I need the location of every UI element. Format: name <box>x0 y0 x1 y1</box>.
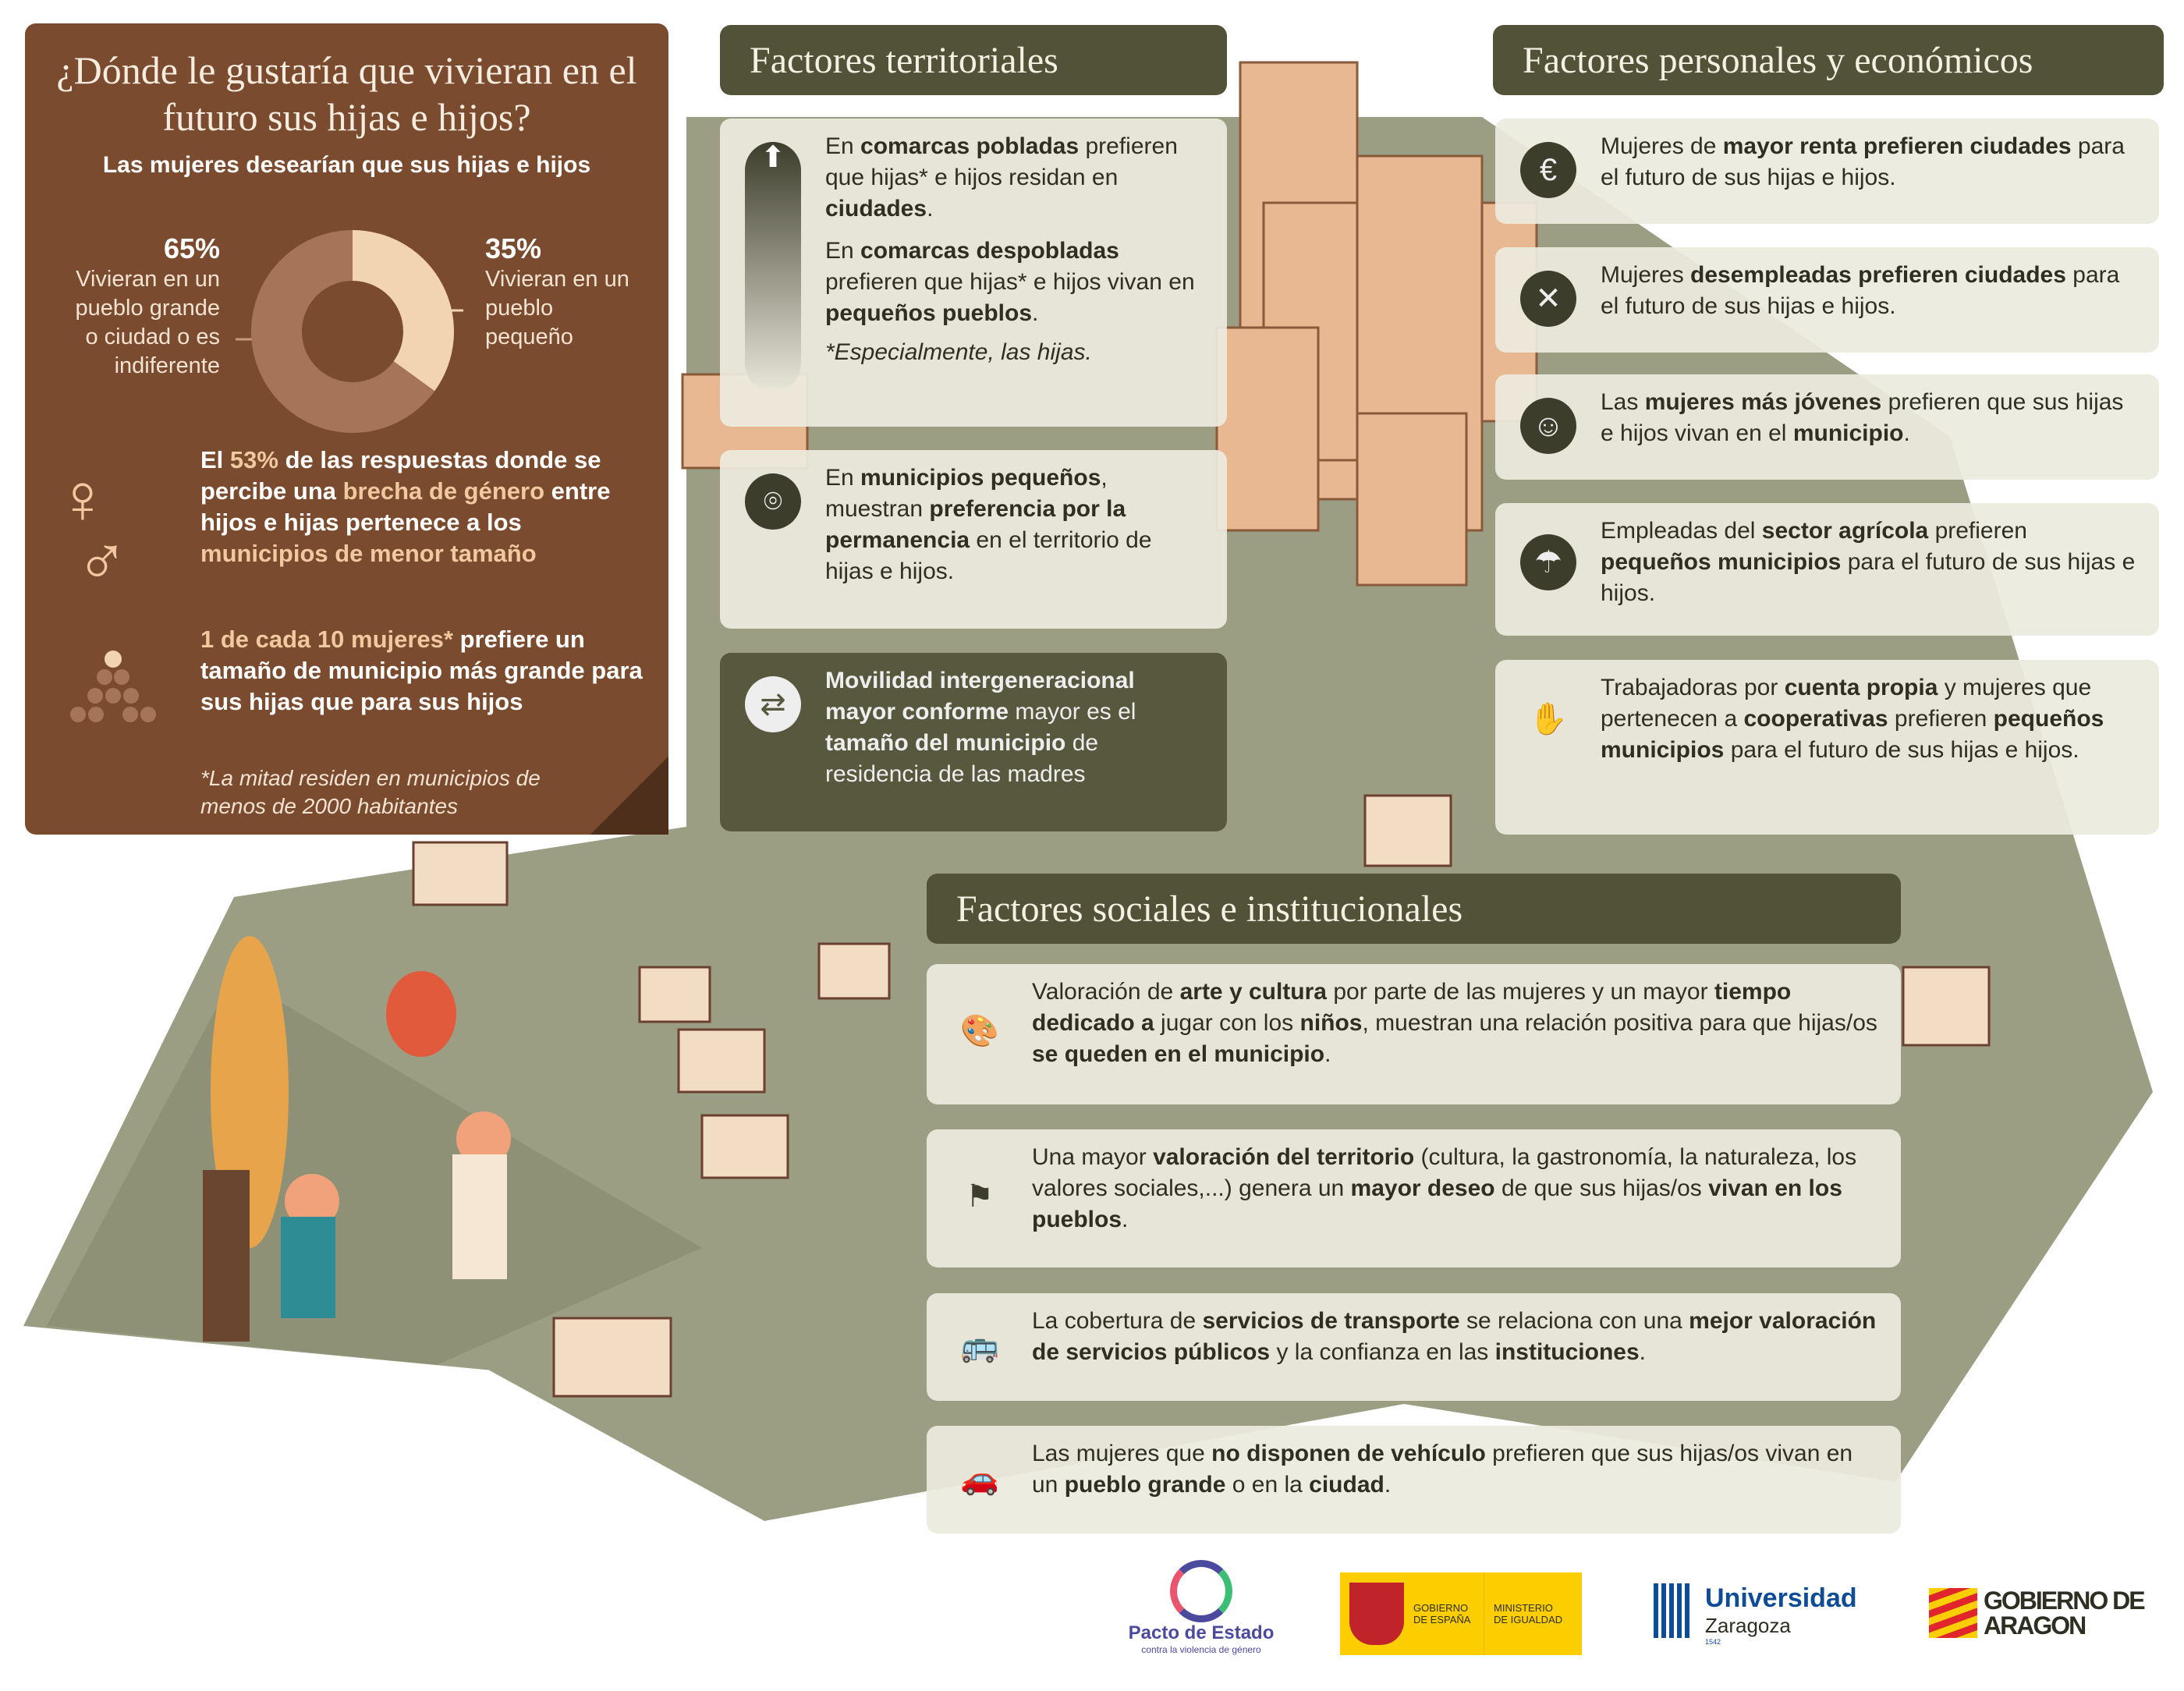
gender-gap-text: El 53% de las respuestas donde se percib… <box>200 446 611 567</box>
gender-symbols-icon: ♀ ♂ <box>56 460 129 601</box>
pacto-estado-logo: Pacto de Estado contra la violencia de g… <box>1123 1560 1279 1655</box>
territoriales-note: *Especialmente, las hijas. <box>825 339 1092 365</box>
gradient-arrow-icon: ⬆ <box>745 142 801 392</box>
personal-card-renta: € Mujeres de mayor renta prefieren ciuda… <box>1495 119 2159 224</box>
renta-text: Mujeres de mayor renta prefieren ciudade… <box>1601 133 2125 190</box>
page-curl <box>590 757 668 835</box>
social-card-arte: 🎨 Valoración de arte y cultura por parte… <box>927 964 1901 1104</box>
agricola-text: Empleadas del sector agrícola prefieren … <box>1601 518 2136 606</box>
panel-title: ¿Dónde le gustaría que vivieran en el fu… <box>56 48 637 139</box>
left-percent: 65% <box>163 232 220 264</box>
right-percent: 35% <box>485 232 542 264</box>
island-flag-heart-icon: ⚑ <box>966 1179 994 1214</box>
territorio-text: Una mayor valoración del territorio (cul… <box>1032 1144 1857 1232</box>
watering-can-icon: ☂ <box>1520 534 1576 590</box>
bus-icon: 🚌 <box>960 1329 999 1363</box>
personal-card-cuenta-propia: ✋ Trabajadoras por cuenta propia y mujer… <box>1495 660 2159 835</box>
social-card-transporte: 🚌 La cobertura de servicios de transport… <box>927 1293 1901 1401</box>
coat-of-arms-icon <box>1349 1583 1404 1645</box>
comarcas-pobladas-text: En comarcas pobladas prefieren que hijas… <box>825 133 1178 222</box>
personal-card-desempleadas: ✕ Mujeres desempleadas prefieren ciudade… <box>1495 247 2159 353</box>
right-label: Vivieran en un pueblo pequeño <box>485 267 629 349</box>
legend-left: 65% Vivieran en un pueblo grande o ciuda… <box>64 232 220 381</box>
cuenta-propia-text: Trabajadoras por cuenta propia y mujeres… <box>1601 675 2104 763</box>
location-pin-icon: ⌾ <box>745 473 801 530</box>
left-label: Vivieran en un pueblo grande o ciudad o … <box>75 267 220 378</box>
uni-building-icon <box>1654 1583 1693 1638</box>
donut-chart <box>236 230 463 433</box>
territoriales-card-movilidad: ⇄ Movilidad intergeneracional mayor conf… <box>720 653 1227 831</box>
car-icon: 🚗 <box>960 1462 999 1496</box>
young-woman-face-icon: ☺ <box>1520 398 1576 454</box>
jovenes-text: Las mujeres más jóvenes prefieren que su… <box>1601 389 2124 446</box>
desempleadas-text: Mujeres desempleadas prefieren ciudades … <box>1601 262 2120 319</box>
municipios-text: En municipios pequeños, muestran prefere… <box>825 465 1152 584</box>
social-card-vehiculo: 🚗 Las mujeres que no disponen de vehícul… <box>927 1426 1901 1533</box>
dots-pyramid-icon <box>70 651 156 722</box>
personal-card-jovenes: ☺ Las mujeres más jóvenes prefieren que … <box>1495 374 2159 480</box>
city-buildings <box>681 61 1538 587</box>
comarcas-despobladas-text: En comarcas despobladas prefieren que hi… <box>825 238 1195 326</box>
personales-header: Factores personales y económicos <box>1493 25 2164 95</box>
one-in-ten-text: 1 de cada 10 mujeres* prefiere un tamaño… <box>200 626 643 715</box>
personal-card-agricola: ☂ Empleadas del sector agrícola prefiere… <box>1495 503 2159 636</box>
gobierno-espana-logo: GOBIERNO DE ESPAÑA MINISTERIO DE IGUALDA… <box>1340 1572 1582 1655</box>
village-houses <box>412 794 1991 1398</box>
vehiculo-text: Las mujeres que no disponen de vehículo … <box>1032 1441 1853 1498</box>
family-illustration <box>203 936 511 1342</box>
footnote: *La mitad residen en municipios de menos… <box>200 766 541 818</box>
hand-coins-icon: ✋ <box>1529 702 1568 736</box>
palette-icon: 🎨 <box>960 1014 999 1048</box>
panel-subtitle: Las mujeres desearían que sus hijas e hi… <box>102 152 591 178</box>
aragon-flag-icon <box>1929 1588 1977 1638</box>
sociales-header: Factores sociales e institucionales <box>927 874 1901 944</box>
movilidad-text: Movilidad intergeneracional mayor confor… <box>825 668 1136 787</box>
donut-slice-grande-ciudad <box>251 230 435 433</box>
gobierno-aragon-logo: GOBIERNO DE ARAGON <box>1929 1588 2155 1638</box>
summary-panel: ¿Dónde le gustaría que vivieran en el fu… <box>25 23 668 835</box>
territoriales-header: Factores territoriales <box>720 25 1227 95</box>
territoriales-card-municipios: ⌾ En municipios pequeños, muestran prefe… <box>720 450 1227 629</box>
legend-right: 35% Vivieran en un pueblo pequeño <box>485 232 641 352</box>
swap-arrows-icon: ⇄ <box>745 676 801 732</box>
social-card-territorio: ⚑ Una mayor valoración del territorio (c… <box>927 1129 1901 1267</box>
donut-slice-pequeno <box>353 230 454 392</box>
arte-text: Valoración de arte y cultura por parte d… <box>1032 979 1877 1067</box>
euro-icon: € <box>1520 142 1576 198</box>
territoriales-card-comarcas: ⬆ En comarcas pobladas prefieren que hij… <box>720 119 1227 427</box>
transporte-text: La cobertura de servicios de transporte … <box>1032 1308 1877 1365</box>
x-circle-icon: ✕ <box>1520 271 1576 327</box>
